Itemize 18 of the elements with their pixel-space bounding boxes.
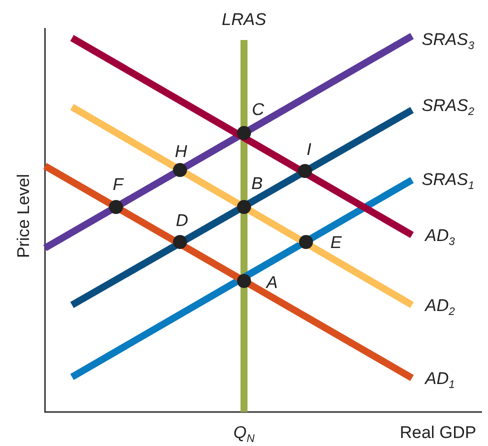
point-label: B — [251, 175, 263, 193]
curve-label: AD$_{2}$ — [425, 297, 455, 315]
point-label: I — [306, 141, 312, 159]
point-label: F — [112, 176, 124, 194]
point-label: H — [174, 143, 188, 161]
point-label: D — [176, 212, 188, 230]
curve-label: AD$_{3}$ — [425, 227, 455, 245]
point-label: C — [252, 101, 264, 119]
curve-label: AD$_{1}$ — [425, 370, 455, 388]
point-label: E — [330, 234, 342, 252]
point-label: A — [266, 274, 278, 292]
axis-title: Price Level — [15, 174, 33, 258]
curve-label: LRAS — [222, 11, 266, 29]
curve-label: SRAS$_{2}$ — [422, 97, 474, 115]
axis-label: Q$_{N}$ — [233, 424, 255, 442]
curve-label: SRAS$_{3}$ — [422, 31, 474, 49]
axis-title: Real GDP — [400, 424, 476, 442]
curve-label: SRAS$_{1}$ — [422, 171, 474, 189]
